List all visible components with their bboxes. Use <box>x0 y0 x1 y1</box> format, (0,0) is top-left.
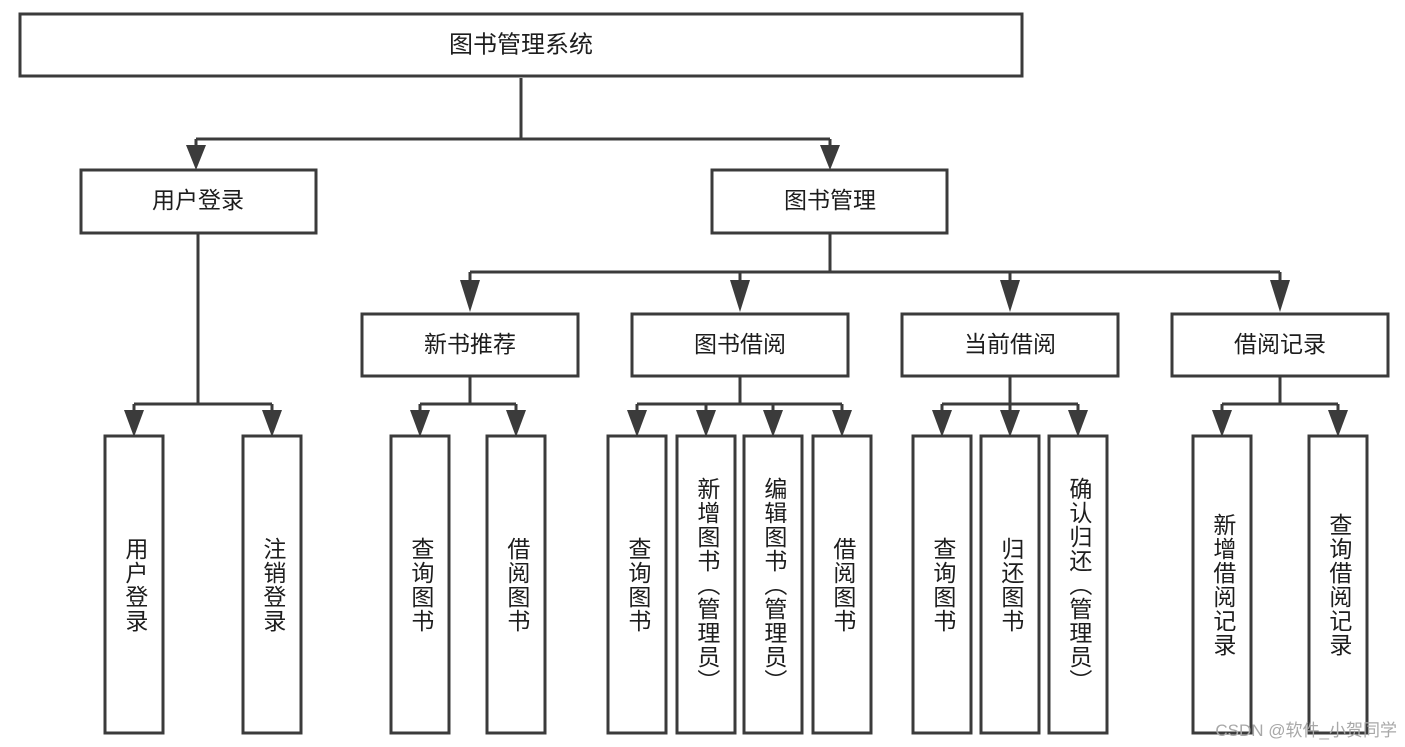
arrow-head-icon <box>506 410 526 437</box>
connector-user-login-to-leaves <box>124 234 282 437</box>
arrow-head-icon <box>1212 410 1232 437</box>
node-current-borrow[interactable]: 当前借阅 <box>900 312 1120 378</box>
leaf-box-query-book-3[interactable] <box>911 434 973 735</box>
node-borrow-record-label: 借阅记录 <box>1234 331 1326 357</box>
leaf-box-borrow-book-1[interactable] <box>485 434 547 735</box>
leaf-box-query-borrow-record[interactable] <box>1307 434 1369 735</box>
connector-root-to-level2 <box>186 78 840 170</box>
node-borrow-record[interactable]: 借阅记录 <box>1170 312 1390 378</box>
connector-new-book-rec-to-leaves <box>410 376 526 437</box>
leaf-box-logout[interactable] <box>241 434 303 735</box>
leaf-box-query-book-2[interactable] <box>606 434 668 735</box>
leaf-box-user-login[interactable] <box>103 434 165 735</box>
node-root-label: 图书管理系统 <box>449 31 593 58</box>
arrow-head-icon <box>1068 410 1088 437</box>
leaf-box-add-borrow-record[interactable] <box>1191 434 1253 735</box>
arrow-head-icon <box>1000 280 1020 312</box>
leaf-box-add-book-admin[interactable] <box>675 434 737 735</box>
node-new-book-recommend[interactable]: 新书推荐 <box>360 312 580 378</box>
arrow-head-icon <box>932 410 952 437</box>
node-user-login-label: 用户登录 <box>152 187 244 213</box>
arrow-head-icon <box>820 145 840 170</box>
node-new-book-recommend-label: 新书推荐 <box>424 331 516 357</box>
arrow-head-icon <box>1270 280 1290 312</box>
arrow-head-icon <box>832 410 852 437</box>
watermark: CSDN @软件_小贺同学 <box>1215 721 1397 740</box>
arrow-head-icon <box>763 410 783 437</box>
node-current-borrow-label: 当前借阅 <box>964 331 1056 357</box>
leaf-box-query-book-1[interactable] <box>389 434 451 735</box>
node-book-borrow[interactable]: 图书借阅 <box>630 312 850 378</box>
leaf-node-boxes <box>103 434 1369 735</box>
arrow-head-icon <box>124 410 144 437</box>
arrow-head-icon <box>730 280 750 312</box>
node-book-management[interactable]: 图书管理 <box>710 168 949 235</box>
leaf-box-edit-book-admin[interactable] <box>742 434 804 735</box>
arrow-head-icon <box>460 280 480 312</box>
leaf-box-return-book[interactable] <box>979 434 1041 735</box>
connector-current-borrow-to-leaves <box>932 376 1088 437</box>
leaf-box-confirm-return-admin[interactable] <box>1047 434 1109 735</box>
arrow-head-icon <box>627 410 647 437</box>
connector-borrow-record-to-leaves <box>1212 376 1348 437</box>
connector-book-borrow-to-leaves <box>627 376 852 437</box>
node-book-management-label: 图书管理 <box>784 187 876 213</box>
node-root-book-management-system[interactable]: 图书管理系统 <box>18 12 1024 78</box>
connector-level2-to-level3 <box>460 234 1290 312</box>
arrow-head-icon <box>410 410 430 437</box>
arrow-head-icon <box>262 410 282 437</box>
node-book-borrow-label: 图书借阅 <box>694 331 786 357</box>
node-user-login[interactable]: 用户登录 <box>79 168 318 235</box>
leaf-box-borrow-book-2[interactable] <box>811 434 873 735</box>
arrow-head-icon <box>1000 410 1020 437</box>
arrow-head-icon <box>186 145 206 170</box>
arrow-head-icon <box>696 410 716 437</box>
arrow-head-icon <box>1328 410 1348 437</box>
